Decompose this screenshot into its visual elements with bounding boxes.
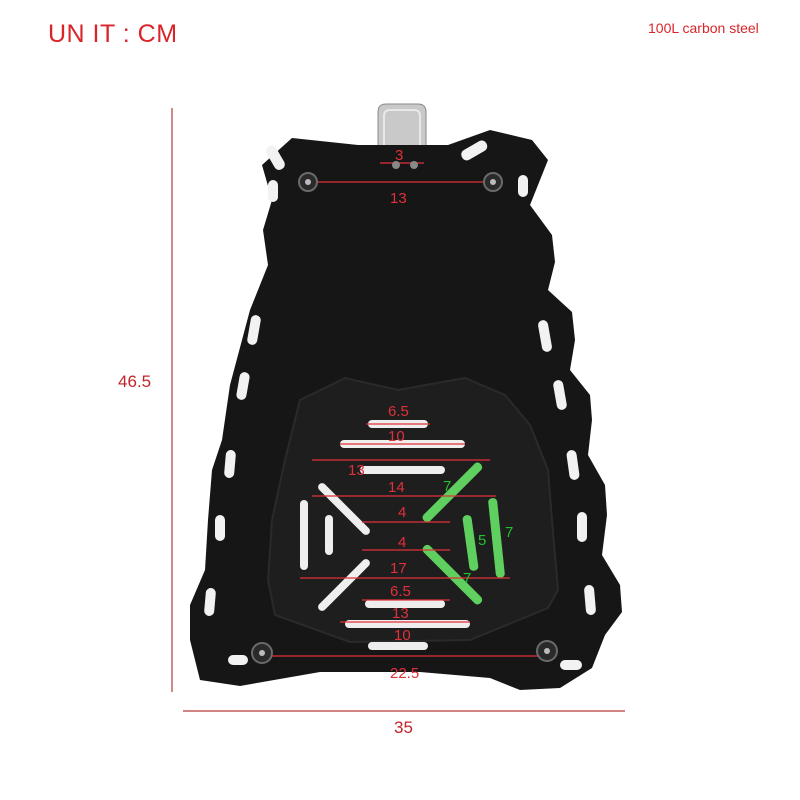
slot-b-label: 10 [388,428,405,445]
mounting-bolts [251,161,558,664]
diag-upper-label: 7 [443,478,451,495]
right-edge-slots [461,140,596,670]
green-slots [422,462,505,605]
slot-e-label: 4 [398,504,406,521]
slot-h-label: 6.5 [390,583,411,600]
side-inner-label: 5 [478,532,486,549]
hook-width-label: 3 [395,147,403,164]
slot-i-label: 13 [392,605,409,622]
diag-lower-label: 7 [463,570,471,587]
width-dimension-label: 35 [394,718,413,737]
slot-f-label: 4 [398,534,406,551]
unit-label: UN IT : CM [48,20,178,48]
height-dimension-label: 46.5 [118,372,152,391]
left-edge-slots [204,145,285,665]
slot-j-label: 10 [394,627,411,644]
slot-a-label: 6.5 [388,403,409,420]
top-bolt-span-label: 13 [390,190,407,207]
slot-c-label: 13 [348,462,365,479]
slot-g-label: 17 [390,560,407,577]
side-outer-label: 7 [505,524,513,541]
bottom-bolt-span-label: 22.5 [390,665,419,682]
material-label: 100L carbon steel [648,20,759,36]
slot-d-label: 14 [388,479,405,496]
